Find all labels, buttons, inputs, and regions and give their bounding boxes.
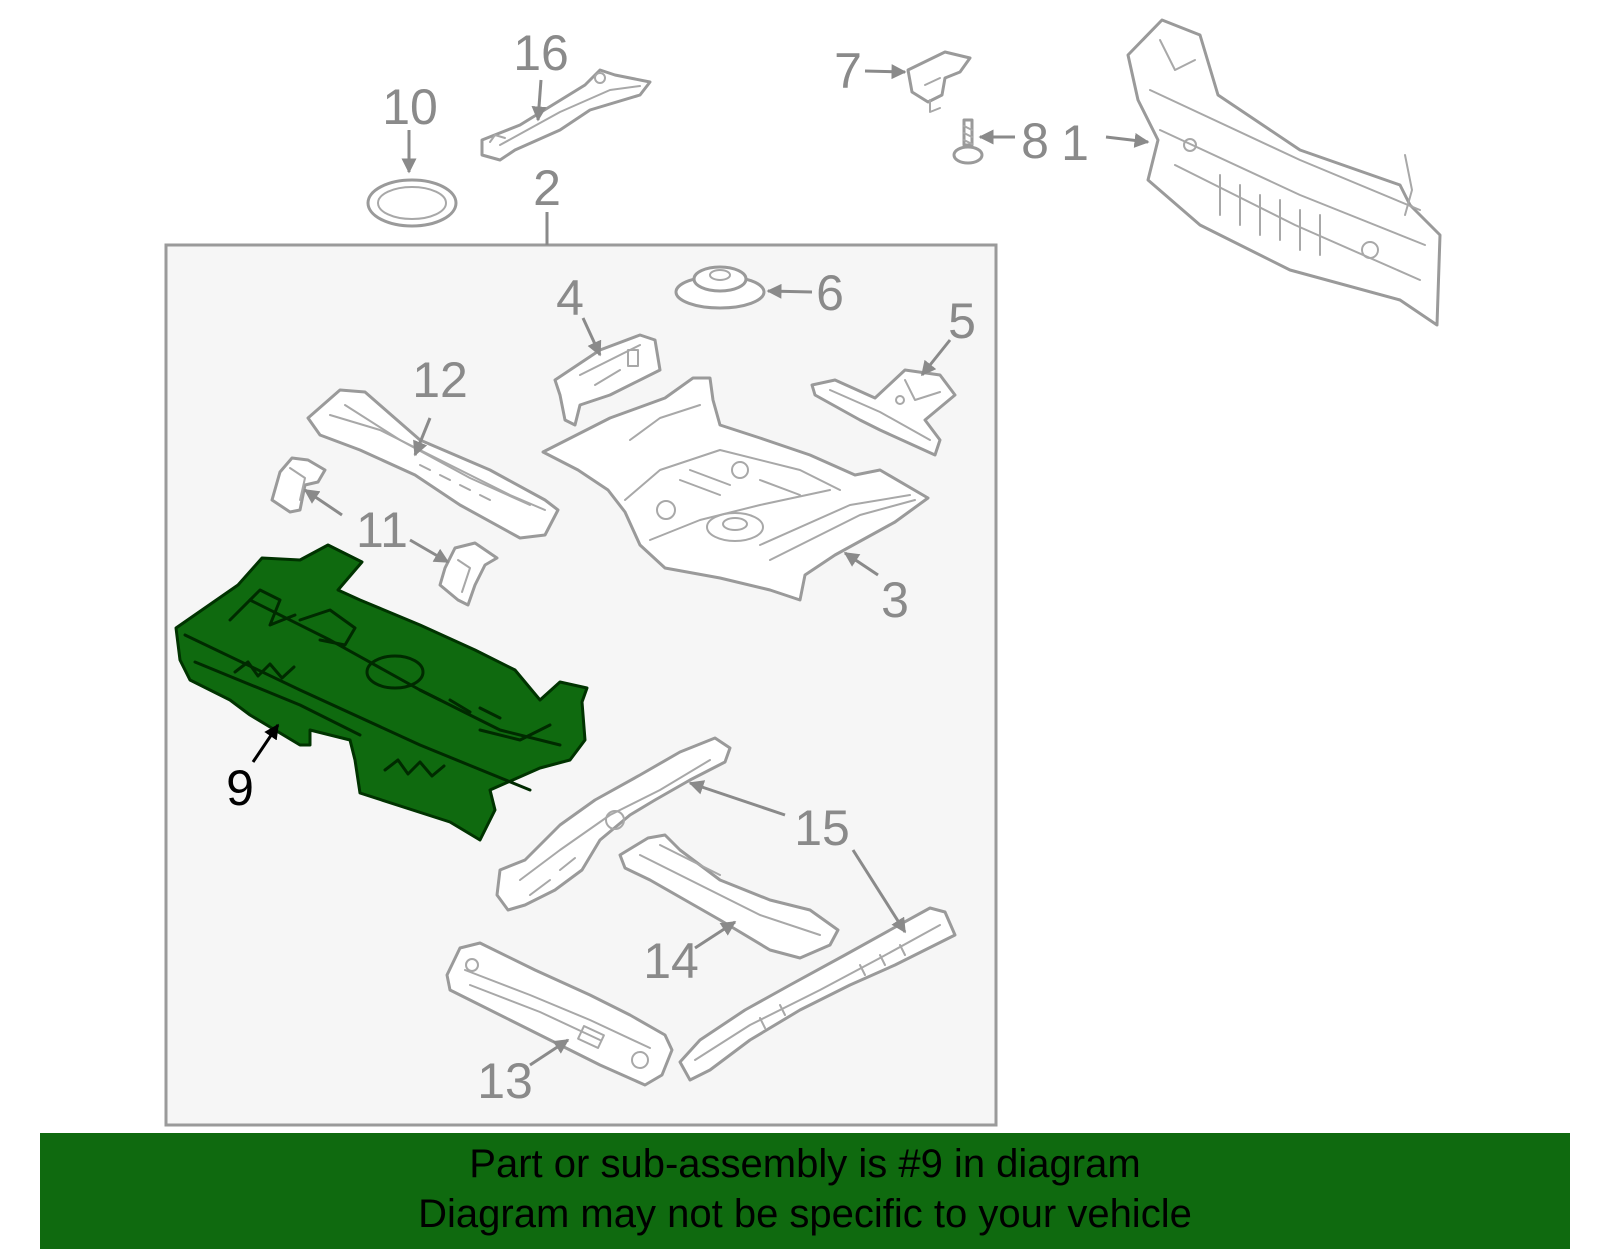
parts-diagram: 1 2 3 4 5 6 7 8 9 10 11 12 13 14 15 16 <box>164 18 1442 1127</box>
leader-9 <box>251 723 280 763</box>
leader-13 <box>529 1038 570 1067</box>
callout-4: 4 <box>556 270 584 326</box>
callout-9: 9 <box>226 760 254 816</box>
part-7-clip <box>906 50 972 113</box>
leader-3 <box>843 551 879 577</box>
leader-11b <box>409 538 450 564</box>
leader-5 <box>920 339 952 377</box>
banner-line-part-number: Part or sub-assembly is #9 in diagram <box>469 1142 1141 1186</box>
callout-13: 13 <box>477 1053 533 1109</box>
part-15-side-member-lower <box>678 906 957 1082</box>
leader-4 <box>581 317 602 357</box>
part-11-bracket-a <box>270 456 327 514</box>
leader-11a <box>303 488 343 517</box>
leader-14 <box>694 920 737 950</box>
callout-6: 6 <box>816 265 844 321</box>
part-6-plug <box>674 265 766 310</box>
part-11-bracket-b <box>438 541 499 607</box>
callout-16: 16 <box>513 25 569 81</box>
part-3-floor-pan <box>541 376 930 602</box>
callout-1: 1 <box>1061 115 1089 171</box>
callout-12: 12 <box>412 352 468 408</box>
callout-8: 8 <box>1021 113 1049 169</box>
leader-16 <box>531 79 547 122</box>
part-1-rear-panel <box>1126 18 1442 327</box>
part-16-bracket <box>480 68 652 162</box>
callout-2: 2 <box>533 160 561 216</box>
leader-7 <box>864 64 907 80</box>
callout-5: 5 <box>948 293 976 349</box>
banner-line-disclaimer: Diagram may not be specific to your vehi… <box>418 1192 1192 1236</box>
part-9-floor-panel <box>174 543 589 842</box>
part-5-bracket <box>810 368 957 457</box>
part-13-cross-member <box>445 941 674 1087</box>
callout-11: 11 <box>356 502 408 558</box>
part-10-grommet <box>366 178 458 228</box>
leader-15a <box>688 780 786 817</box>
leader-1 <box>1105 132 1150 148</box>
callout-15: 15 <box>794 800 850 856</box>
part-14-cross-member <box>618 833 840 960</box>
part-12-rail <box>306 388 560 540</box>
callout-14: 14 <box>643 933 699 989</box>
callout-7: 7 <box>834 43 862 99</box>
leader-12 <box>413 417 432 457</box>
part-4-bracket <box>553 333 662 427</box>
info-banner: Part or sub-assembly is #9 in diagram Di… <box>40 1133 1570 1249</box>
callout-3: 3 <box>881 572 909 628</box>
leader-15b <box>851 849 907 934</box>
callout-10: 10 <box>382 79 438 135</box>
leader-6 <box>766 283 813 299</box>
part-8-bolt <box>952 118 984 165</box>
part-15-side-member-upper <box>495 736 732 912</box>
